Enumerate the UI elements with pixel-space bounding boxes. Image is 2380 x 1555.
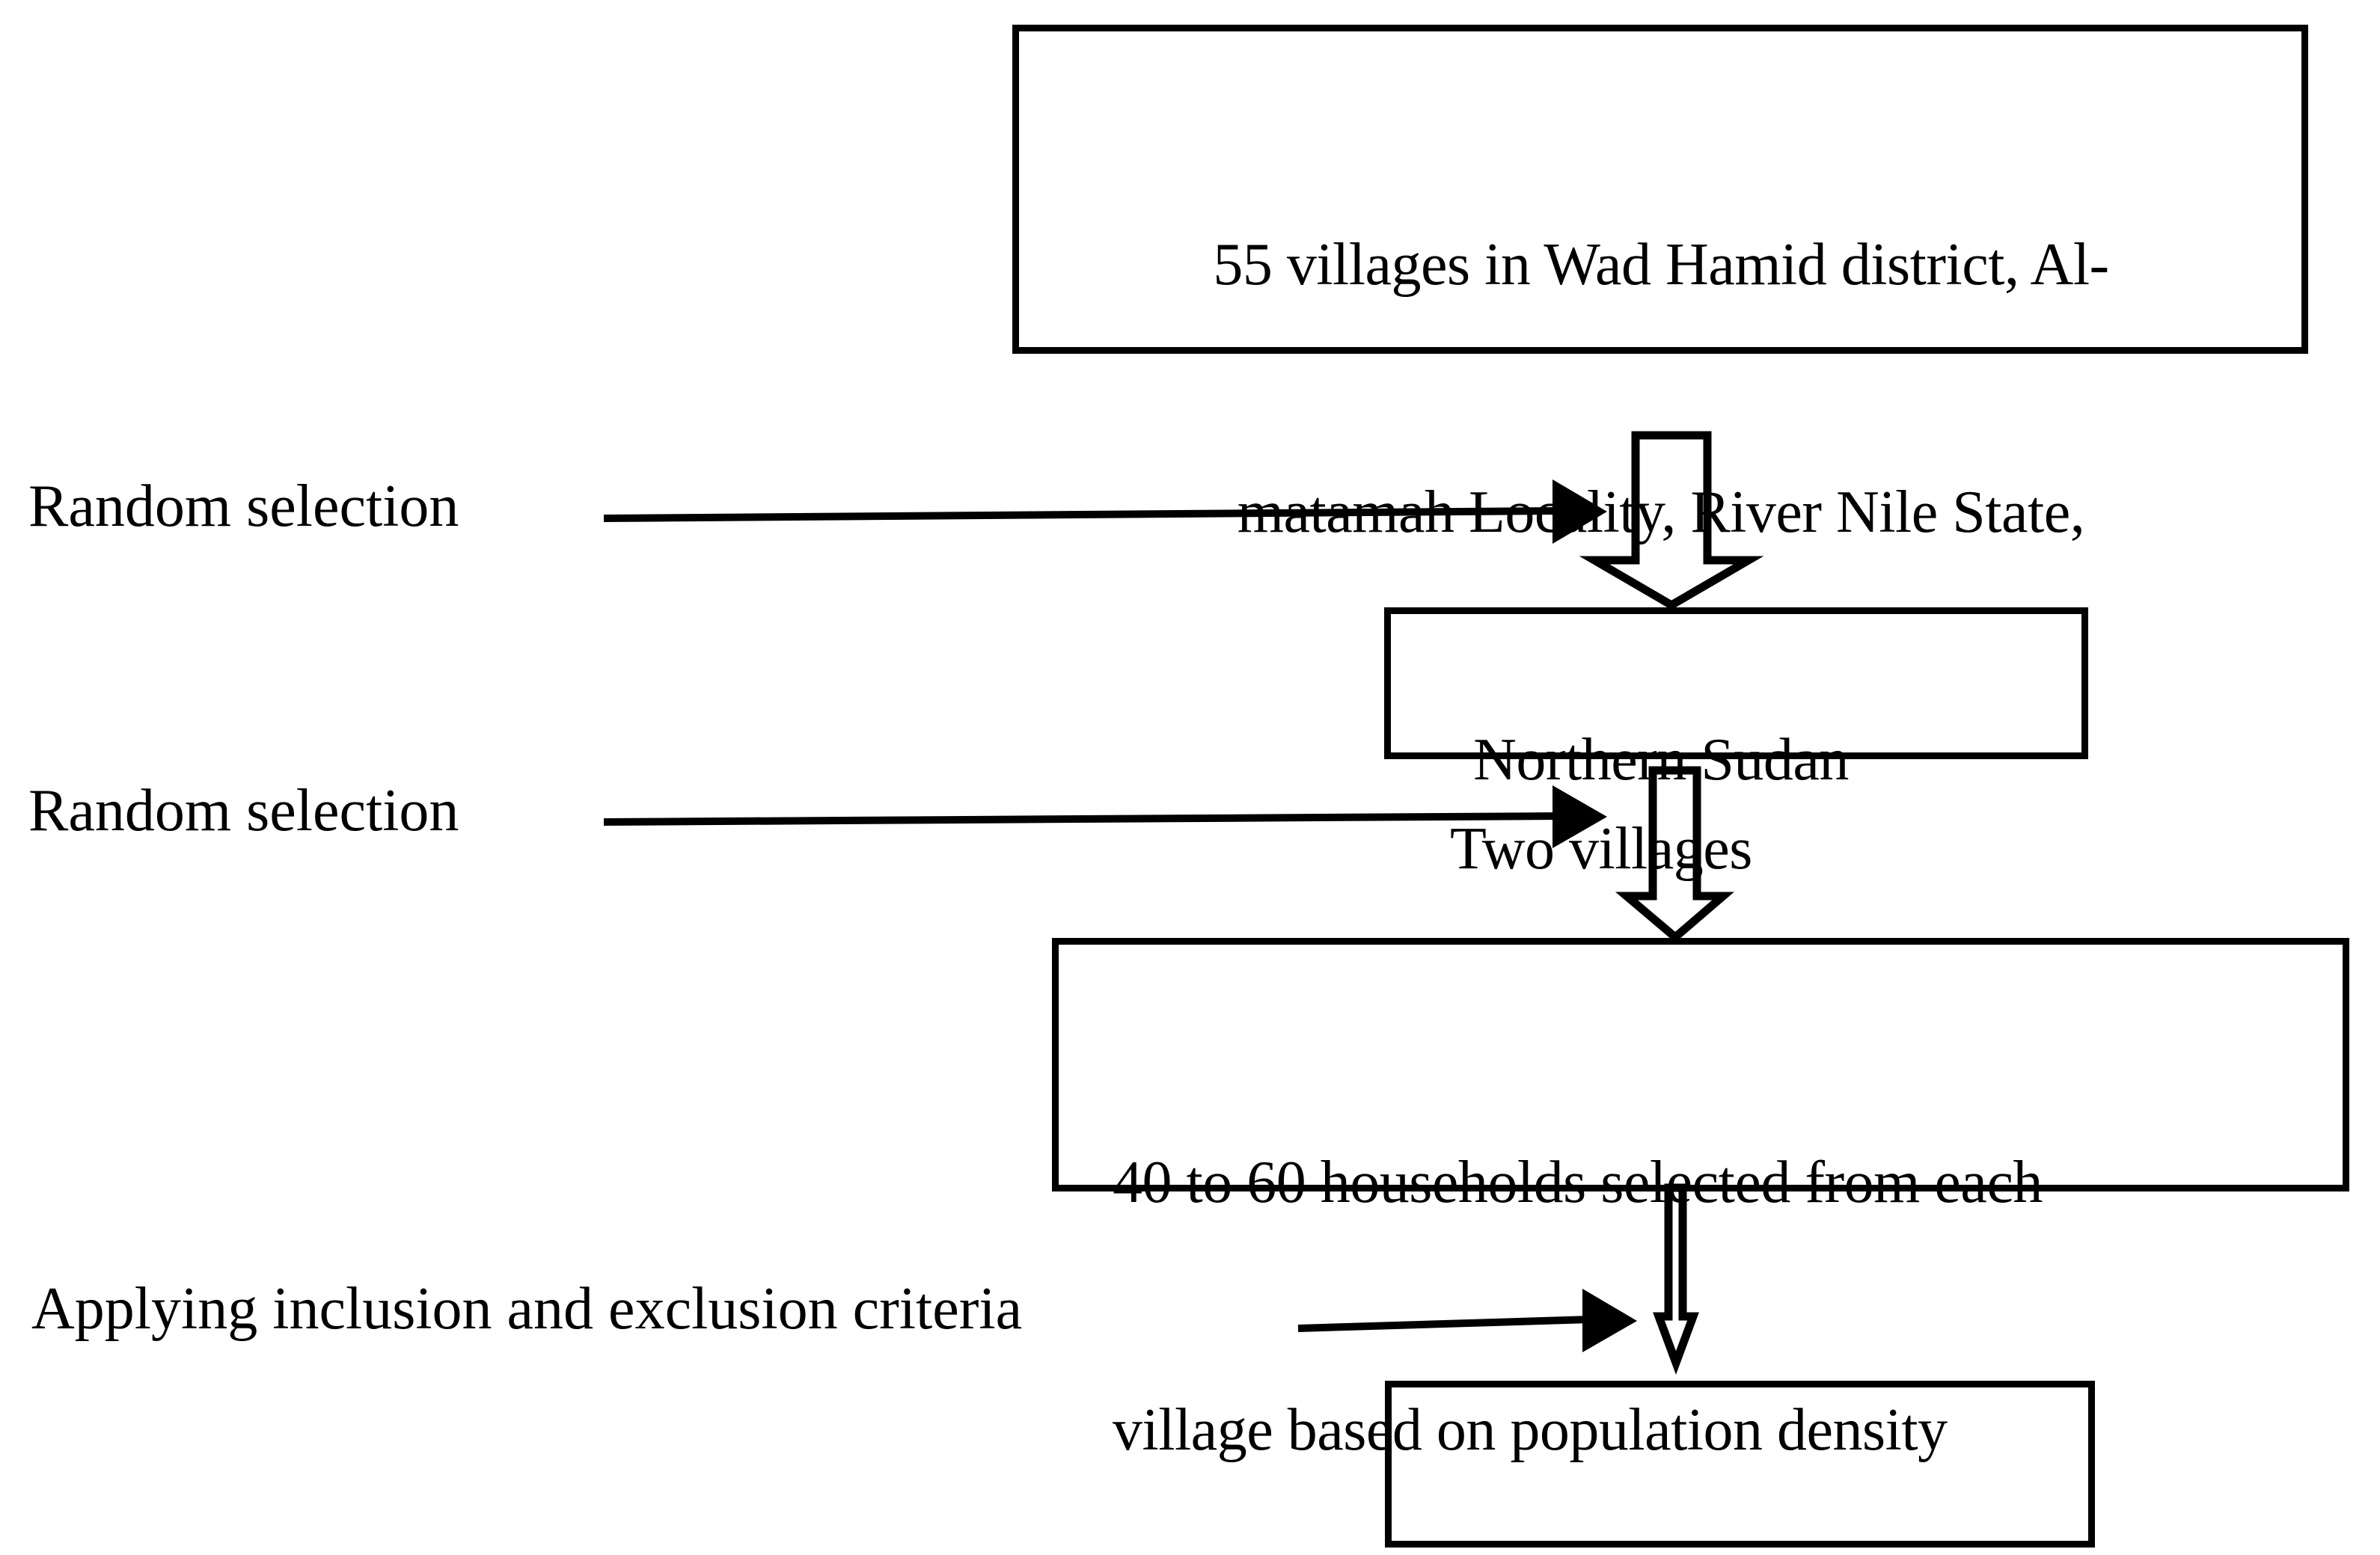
- label-random-selection-1: Random selection: [28, 473, 459, 539]
- node-box-women: [1385, 1381, 2095, 1548]
- node-text-households: 40 to 60 households selected from each v…: [1113, 976, 2340, 1555]
- villages-universe-line-3: Northern Sudan: [1473, 727, 1849, 794]
- villages-universe-line-1: 55 villages in Wad Hamid district, Al-: [1213, 231, 2109, 298]
- block-arrow-down-2: [1615, 766, 1734, 943]
- node-box-two-villages: [1384, 607, 2088, 759]
- households-line-2: village based on population density: [1113, 1396, 1948, 1463]
- criteria-arrow-line: [1297, 1316, 1591, 1332]
- villages-universe-line-2: matamah Locality, River Nile State,: [1237, 479, 2085, 545]
- label-random-selection-2: Random selection: [28, 778, 459, 844]
- random-selection-1-arrow-line: [603, 507, 1561, 522]
- block-arrow-down-3: [1653, 1183, 1699, 1375]
- node-text-villages-universe: 55 villages in Wad Hamid district, Al- m…: [1033, 58, 2289, 966]
- node-box-villages-universe: [1012, 25, 2308, 354]
- block-arrow-down-1: [1579, 431, 1764, 610]
- label-inclusion-exclusion-criteria: Applying inclusion and exclusion criteri…: [31, 1276, 1023, 1342]
- criteria-arrow-head: [1582, 1289, 1637, 1352]
- two-villages-line-1: Two villages: [1450, 815, 1752, 882]
- node-text-women: 192 women: [1444, 1416, 2043, 1555]
- households-line-1: 40 to 60 households selected from each: [1113, 1149, 2043, 1215]
- random-selection-2-arrow-head: [1552, 785, 1607, 848]
- node-box-households: [1052, 938, 2349, 1191]
- random-selection-2-arrow-line: [603, 812, 1561, 826]
- node-text-two-villages: Two villages: [1450, 642, 2049, 1055]
- random-selection-1-arrow-head: [1552, 479, 1607, 544]
